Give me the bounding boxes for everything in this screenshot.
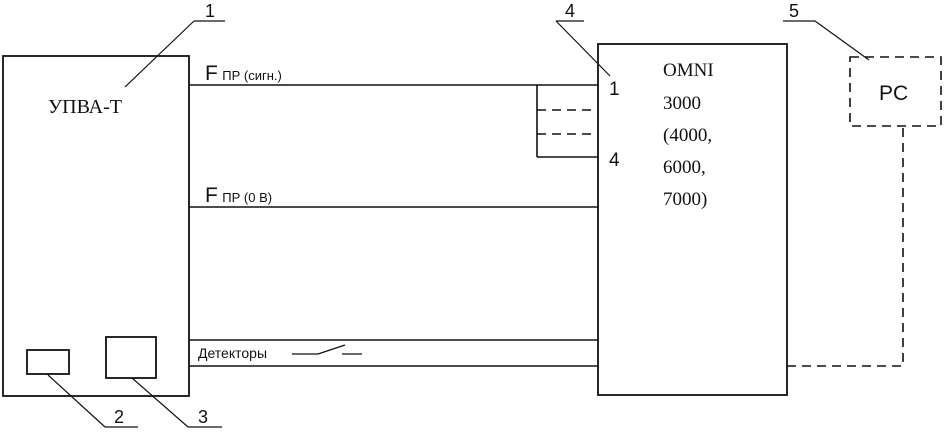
callout-3: 3	[131, 377, 222, 428]
detectors-label: Детекторы	[198, 345, 267, 361]
fpr-zero-label: F ПР (0 В)	[205, 184, 272, 207]
indicator-element-3	[105, 336, 157, 379]
callout-4: 4	[555, 1, 611, 77]
omni-label-line-3: (4000,	[663, 125, 712, 146]
fpr-zero-main: F	[205, 184, 218, 207]
callout-4-number: 4	[565, 1, 575, 21]
omni-pc-link	[787, 126, 904, 367]
pc-label: PC	[879, 82, 908, 105]
callout-2: 2	[47, 374, 138, 428]
omni-label-line-4: 6000,	[663, 157, 706, 178]
callout-1-number: 1	[205, 1, 215, 21]
omni-label-line-1: OMNI	[663, 60, 714, 81]
omni-block	[597, 43, 788, 396]
callout-1: 1	[124, 1, 225, 88]
detectors-switch-icon	[292, 344, 362, 355]
pc-block	[849, 56, 942, 127]
omni-label-line-2: 3000	[663, 93, 701, 114]
callout-5: 5	[783, 1, 870, 61]
callout-2-number: 2	[114, 407, 124, 427]
fpr-signal-main: F	[205, 62, 218, 85]
upva-t-label: УПВА-Т	[48, 96, 122, 118]
omni-label-line-5: 7000)	[663, 189, 707, 210]
omni-port-4-label: 4	[609, 150, 620, 171]
fpr-signal-sub: ПР (сигн.)	[222, 68, 282, 83]
callout-5-number: 5	[789, 1, 799, 21]
upva-t-block	[2, 55, 190, 397]
indicator-element-2	[26, 349, 70, 375]
fpr-zero-sub: ПР (0 В)	[222, 190, 272, 205]
fpr-signal-label: F ПР (сигн.)	[205, 62, 282, 85]
omni-port-1-label: 1	[609, 79, 620, 100]
callout-3-number: 3	[198, 407, 208, 427]
